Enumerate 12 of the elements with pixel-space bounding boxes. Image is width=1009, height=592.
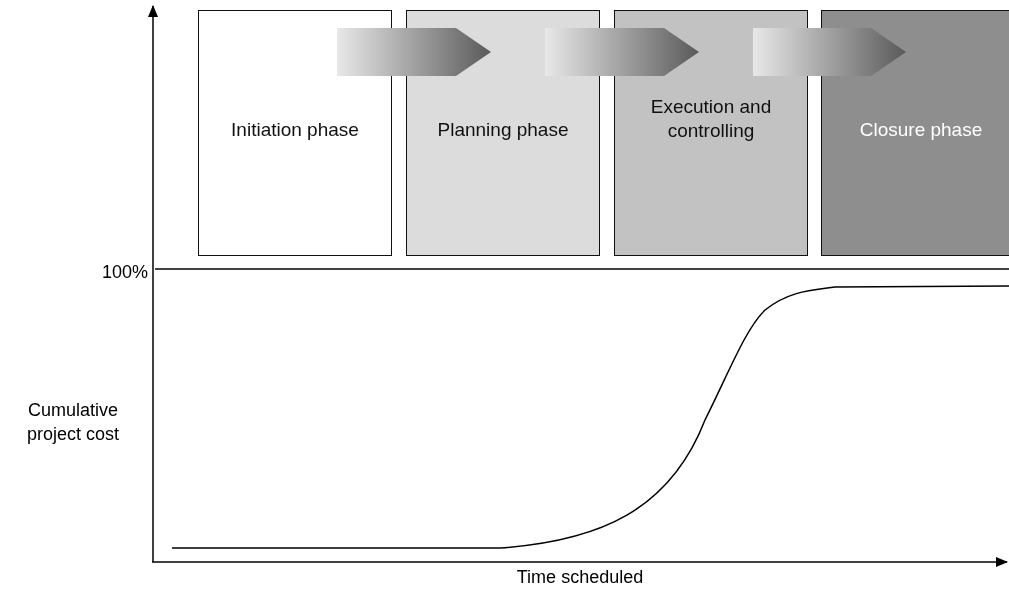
phase-label: Execution and controlling [649, 95, 773, 143]
phase-label: Planning phase [436, 118, 570, 142]
phase-box [821, 10, 1009, 256]
chevron-arrow [337, 28, 491, 76]
phase-label: Initiation phase [230, 118, 360, 142]
axis-title: Time scheduled [515, 566, 645, 588]
chevron-arrow [753, 28, 906, 76]
chevron-arrow [545, 28, 699, 76]
phase-box [198, 10, 392, 256]
axis-title: Cumulative project cost [25, 399, 120, 446]
axis-tick-label: 100% [100, 261, 149, 284]
phase-label: Closure phase [858, 118, 984, 142]
